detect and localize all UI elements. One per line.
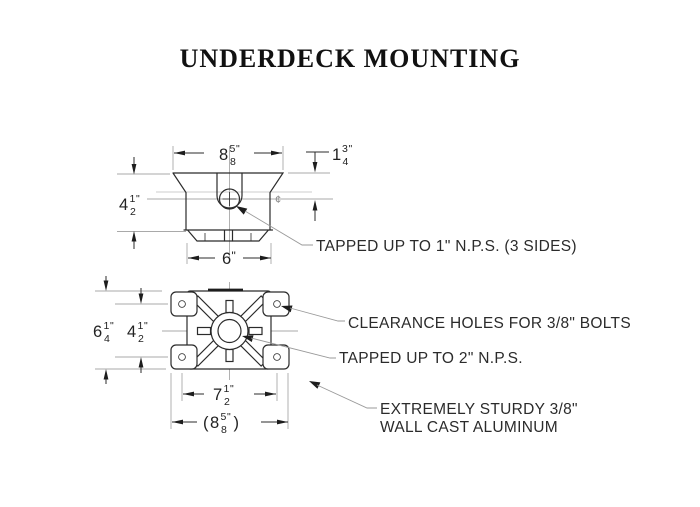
dimension-arrow <box>312 200 318 211</box>
callout-text: TAPPED UP TO 1" N.P.S. (3 SIDES) <box>316 238 577 255</box>
bottom-taper <box>187 229 269 242</box>
callout-clearance-holes: CLEARANCE HOLES FOR 3/8" BOLTS <box>281 305 631 332</box>
centerline-symbol: ¢ <box>275 194 281 206</box>
corner-tab <box>262 291 290 317</box>
dimension-arrow <box>260 255 271 261</box>
side-view-part: ¢ <box>172 172 285 242</box>
dimension-value: 61"4 <box>93 320 114 345</box>
dimension-value: 71"2 <box>213 383 234 408</box>
bolt-clearance-hole <box>273 300 281 308</box>
dimension-arrow <box>103 280 109 291</box>
callout-material: EXTREMELY STURDY 3/8" WALL CAST ALUMINUM <box>309 381 578 436</box>
callout-tapped-2nps: TAPPED UP TO 2" N.P.S. <box>242 335 523 367</box>
leader-line <box>289 307 345 322</box>
side-view: ¢ 85"8 13"4 <box>117 143 577 268</box>
leader-line <box>250 337 336 359</box>
dimension-arrow <box>271 150 282 156</box>
dim-bolt-hole-height: 41"2 <box>127 288 148 373</box>
dim-top-width: 85"8 <box>174 143 282 168</box>
corner-tab <box>170 344 198 370</box>
bottom-view: 61"4 41"2 71"2 <box>93 276 631 436</box>
dimension-value: (85"8) <box>203 411 239 436</box>
dimension-arrow <box>277 419 288 425</box>
leader-arrow <box>236 206 248 215</box>
bottom-view-part <box>170 288 290 370</box>
drawing-title: UNDERDECK MOUNTING <box>179 44 521 73</box>
tapped-hole-2nps <box>217 318 242 344</box>
dimension-value: 85"8 <box>219 143 240 168</box>
dimension-arrow <box>265 391 276 397</box>
bolt-clearance-hole <box>178 300 186 308</box>
leader-arrow <box>281 305 293 313</box>
dimension-arrow <box>172 419 183 425</box>
tapped-hole-1nps <box>218 188 241 210</box>
dimension-value: 6" <box>222 249 236 268</box>
leader-arrow <box>309 381 321 389</box>
dim-overall-height: 61"4 <box>93 276 114 384</box>
dimension-value: 13"4 <box>332 143 353 168</box>
dim-right-offset: 13"4 <box>306 143 353 221</box>
callout-text: EXTREMELY STURDY 3/8" <box>380 401 578 418</box>
callout-text: TAPPED UP TO 2" N.P.S. <box>339 350 523 367</box>
leader-line <box>244 210 313 246</box>
dim-bottom-width: 6" <box>188 249 271 268</box>
dimension-arrow <box>131 164 137 175</box>
dim-overall-width-ref: (85"8) <box>172 411 288 436</box>
corner-tab <box>170 291 198 317</box>
dimension-arrow <box>138 293 144 304</box>
bolt-clearance-hole <box>178 353 186 361</box>
cross-rib <box>225 299 234 314</box>
cross-rib <box>225 348 234 363</box>
dimension-value: 41"2 <box>119 193 140 218</box>
leader-arrow <box>242 335 254 342</box>
callout-text: WALL CAST ALUMINUM <box>380 419 558 436</box>
dimension-arrow <box>174 150 185 156</box>
dimension-value: 41"2 <box>127 320 148 345</box>
side-view-aux-lines <box>117 146 333 264</box>
dim-bolt-hole-width: 71"2 <box>183 383 276 408</box>
leader-line <box>316 384 377 409</box>
dimension-arrow <box>183 391 194 397</box>
corner-tab <box>262 344 290 370</box>
callout-text: CLEARANCE HOLES FOR 3/8" BOLTS <box>348 315 631 332</box>
cross-rib <box>196 326 212 336</box>
bolt-clearance-hole <box>273 353 281 361</box>
callout-tapped-1nps: TAPPED UP TO 1" N.P.S. (3 SIDES) <box>236 206 577 255</box>
dimension-arrow <box>138 357 144 368</box>
dimension-arrow <box>188 255 199 261</box>
bracket-body-outline <box>172 172 285 231</box>
dimension-arrow <box>312 162 318 173</box>
cross-rib <box>248 326 263 336</box>
dimension-arrow <box>131 231 137 242</box>
dim-left-height: 41"2 <box>119 157 140 249</box>
dimension-arrow <box>103 369 109 380</box>
tapped-boss <box>216 172 243 209</box>
